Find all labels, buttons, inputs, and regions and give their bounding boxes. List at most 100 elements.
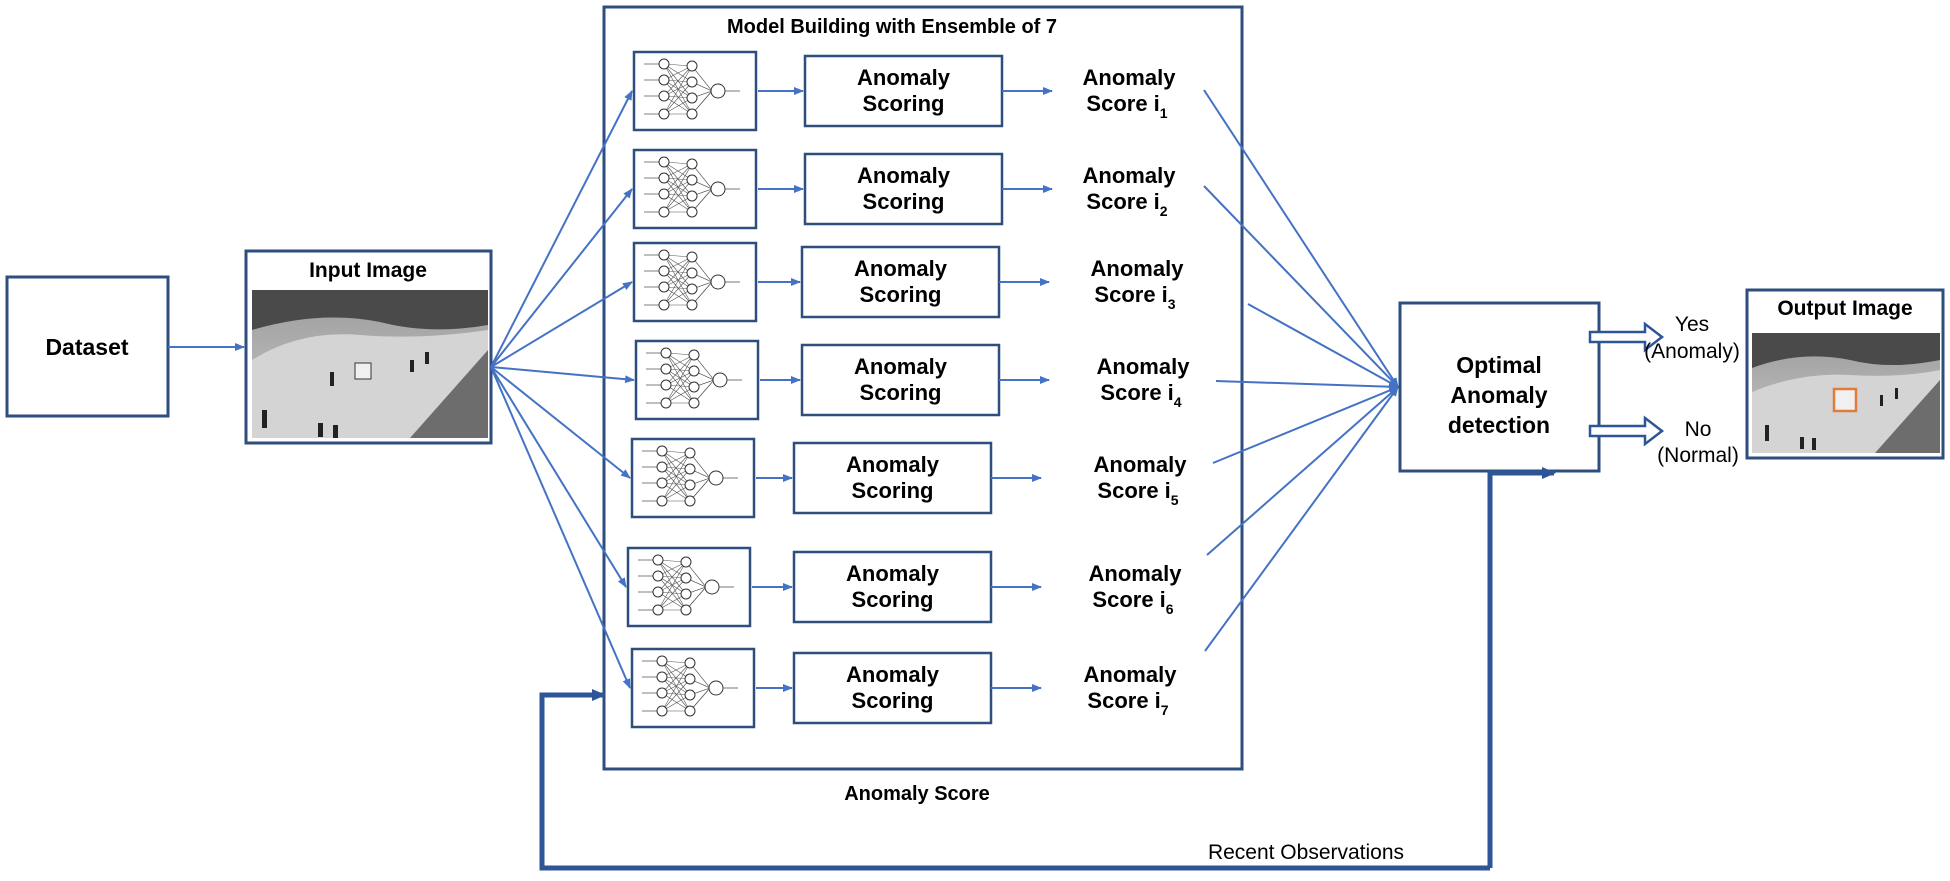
score-label-2: Score i7 — [1087, 688, 1168, 718]
anomaly-scoring-box — [792, 441, 993, 515]
score-subscript: 4 — [1174, 394, 1182, 410]
neural-network-icon — [634, 339, 760, 421]
scoring-label-2: Scoring — [852, 688, 934, 713]
anomaly-scoring-box — [792, 651, 993, 725]
input-to-model-arrow — [490, 90, 633, 368]
scoring-label-1: Anomaly — [857, 65, 951, 90]
score-subscript: 3 — [1168, 296, 1176, 312]
neural-network-icon — [630, 647, 756, 729]
score-subscript: 6 — [1166, 601, 1174, 617]
score-label-main: Score i — [1094, 282, 1167, 307]
scoring-label-1: Anomaly — [857, 163, 951, 188]
scoring-label-2: Scoring — [860, 380, 942, 405]
score-label-2: Score i1 — [1086, 91, 1167, 121]
input-to-model-arrow — [490, 366, 631, 689]
score-to-optimal-arrow — [1215, 380, 1399, 391]
yes-arrow — [1588, 321, 1665, 353]
score-to-optimal-arrow — [1212, 386, 1399, 464]
output-image-panel: Output Image — [1745, 288, 1945, 460]
score-to-optimal-arrow — [1247, 303, 1399, 388]
no-sublabel: (Normal) — [1657, 444, 1739, 467]
ensemble-container: Model Building with Ensemble of 7 Anomal… — [602, 5, 1244, 805]
score-label-2: Score i3 — [1094, 282, 1175, 312]
output-image-title: Output Image — [1777, 297, 1912, 320]
feedback-up-path — [1487, 467, 1556, 868]
score-label-2: Score i5 — [1097, 478, 1178, 508]
score-label-1: Anomaly — [1094, 452, 1188, 477]
score-label-2: Score i2 — [1086, 189, 1167, 219]
score-subscript: 7 — [1161, 702, 1169, 718]
input-to-model-arrow — [490, 281, 633, 368]
scoring-label-2: Scoring — [863, 91, 945, 116]
scoring-label-1: Anomaly — [846, 662, 940, 687]
score-to-optimal-arrow — [1204, 386, 1399, 652]
yes-label: Yes — [1675, 313, 1709, 336]
neural-network-icon — [632, 148, 758, 230]
score-label-1: Anomaly — [1083, 65, 1177, 90]
neural-network-icon — [626, 546, 752, 628]
score-label-main: Score i — [1092, 587, 1165, 612]
scoring-label-2: Scoring — [860, 282, 942, 307]
score-to-optimal-arrow — [1203, 89, 1399, 388]
score-label-2: Score i4 — [1100, 380, 1181, 410]
no-arrow — [1588, 415, 1665, 447]
ensemble-footer: Anomaly Score — [844, 783, 990, 805]
score-to-optimal-arrow — [1203, 185, 1399, 388]
scoring-label-1: Anomaly — [854, 256, 948, 281]
score-label-1: Anomaly — [1084, 662, 1178, 687]
feedback-return-path — [539, 689, 1490, 871]
score-label-1: Anomaly — [1083, 163, 1177, 188]
neural-network-icon — [632, 241, 758, 323]
input-to-model-arrow — [490, 188, 633, 368]
score-label-1: Anomaly — [1091, 256, 1185, 281]
optimal-line-3: detection — [1448, 412, 1550, 438]
scoring-label-1: Anomaly — [846, 452, 940, 477]
score-subscript: 5 — [1171, 492, 1179, 508]
score-label-main: Score i — [1086, 91, 1159, 116]
score-label-main: Score i — [1086, 189, 1159, 214]
yes-sublabel: (Anomaly) — [1644, 340, 1740, 363]
input-to-model-arrow — [490, 366, 631, 479]
anomaly-scoring-box — [792, 550, 993, 624]
feedback-label: Recent Observations — [1208, 841, 1404, 864]
input-image-panel: Input Image — [244, 249, 493, 445]
neural-network-icon — [632, 50, 758, 132]
optimal-detection-box: Optimal Anomaly detection — [1398, 301, 1601, 473]
anomaly-scoring-box — [803, 54, 1004, 128]
scoring-label-1: Anomaly — [854, 354, 948, 379]
dataset-box: Dataset — [5, 275, 170, 418]
input-image-photo — [252, 290, 488, 438]
dataset-label: Dataset — [45, 334, 128, 360]
optimal-line-2: Anomaly — [1450, 382, 1547, 408]
score-label-main: Score i — [1097, 478, 1170, 503]
anomaly-highlight-box — [1832, 387, 1858, 413]
optimal-line-1: Optimal — [1456, 352, 1542, 378]
scoring-label-2: Scoring — [852, 478, 934, 503]
scoring-label-2: Scoring — [852, 587, 934, 612]
score-subscript: 2 — [1160, 203, 1168, 219]
input-image-title: Input Image — [309, 259, 427, 282]
score-label-1: Anomaly — [1089, 561, 1183, 586]
ensemble-title: Model Building with Ensemble of 7 — [727, 16, 1057, 38]
input-to-model-arrow — [490, 366, 635, 384]
output-image-photo — [1752, 333, 1940, 453]
score-label-1: Anomaly — [1097, 354, 1191, 379]
input-to-model-arrow — [490, 366, 627, 588]
score-fanin-arrows — [1203, 89, 1399, 652]
score-label-main: Score i — [1100, 380, 1173, 405]
score-label-2: Score i6 — [1092, 587, 1173, 617]
score-subscript: 1 — [1160, 105, 1168, 121]
scoring-label-1: Anomaly — [846, 561, 940, 586]
feedback-loop: Recent Observations — [539, 467, 1556, 871]
score-to-optimal-arrow — [1206, 386, 1399, 556]
scoring-label-2: Scoring — [863, 189, 945, 214]
